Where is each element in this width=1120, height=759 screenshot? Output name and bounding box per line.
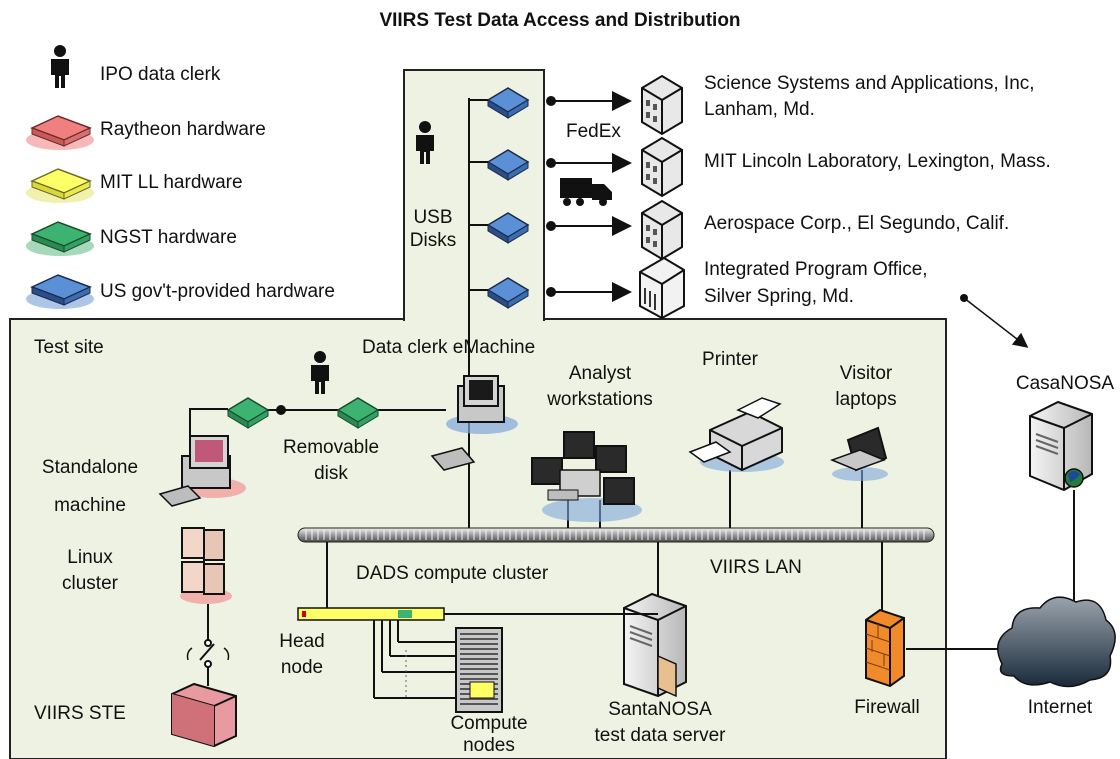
printer-label: Printer [702, 349, 758, 370]
santanosa-server-icon [623, 592, 687, 698]
internet-label: Internet [1027, 697, 1093, 718]
person-icon [311, 351, 329, 394]
usb-disks-label: USB Disks [409, 207, 457, 251]
destination-ipo: Integrated Program Office, [704, 259, 928, 280]
removable-disk-label-1: Removable [282, 437, 380, 458]
legend-swatch-mitll [26, 168, 94, 203]
truck-icon [560, 178, 612, 206]
government-building-icon [639, 256, 685, 320]
usb-disk-icon [486, 149, 530, 181]
test-site-label: Test site [34, 337, 104, 358]
removable-disk-icon [336, 397, 380, 429]
standalone-machine-label-1: Standalone [41, 457, 139, 478]
analyst-workstations-label-2: workstations [547, 389, 653, 410]
linux-cluster-label-1: Linux [67, 547, 113, 568]
legend-label-ipo-clerk: IPO data clerk [100, 64, 221, 85]
firewall-icon [865, 608, 905, 688]
head-node-label-2: node [280, 657, 324, 678]
legend-swatch-usgov [26, 274, 94, 309]
internet-cloud-icon [997, 596, 1116, 688]
compute-nodes-rack-icon [455, 627, 503, 713]
person-icon [416, 121, 434, 164]
casanosa-server-icon [1029, 400, 1093, 492]
viirs-lan-label: VIIRS LAN [710, 557, 802, 578]
analyst-workstations-icon [531, 431, 642, 522]
destination-ipo-location: Silver Spring, Md. [704, 286, 854, 307]
santanosa-label-2: test data server [594, 725, 726, 746]
legend-swatch-raytheon [26, 115, 94, 150]
building-icon [641, 74, 683, 136]
firewall-label: Firewall [854, 697, 920, 718]
printer-icon [688, 397, 784, 472]
destination-ssai-location: Lanham, Md. [704, 99, 815, 120]
viirs-ste-box-icon [171, 682, 237, 748]
destination-aerospace: Aerospace Corp., El Segundo, Calif. [704, 213, 1010, 234]
emachine-computer-icon [430, 375, 518, 471]
visitor-laptops-label-2: laptops [835, 389, 897, 410]
compute-nodes-label-1: Compute [450, 713, 528, 734]
usb-disks-region [403, 69, 545, 321]
viirs-ste-label: VIIRS STE [34, 703, 126, 724]
switch-icon [186, 604, 230, 686]
usb-disk-icon [486, 212, 530, 244]
legend-label-usgov: US gov't-provided hardware [100, 281, 335, 302]
santanosa-label-1: SantaNOSA [608, 699, 712, 720]
emachine-label: Data clerk eMachine [362, 337, 536, 358]
linux-cluster-icon [180, 527, 232, 604]
usb-disk-icon [486, 87, 530, 119]
destination-mitll: MIT Lincoln Laboratory, Lexington, Mass. [704, 151, 1051, 172]
laptop-icon [829, 426, 888, 481]
legend-label-ngst: NGST hardware [100, 227, 237, 248]
casanosa-label: CasaNOSA [1015, 373, 1115, 394]
legend-label-mitll: MIT LL hardware [100, 172, 243, 193]
legend-swatch-ngst [26, 221, 94, 256]
standalone-computer-icon [158, 435, 246, 507]
linux-cluster-label-2: cluster [62, 573, 118, 594]
person-icon [51, 45, 69, 88]
legend-label-raytheon: Raytheon hardware [100, 119, 266, 140]
compute-nodes-label-2: nodes [463, 735, 515, 756]
removable-disk-label-2: disk [314, 463, 348, 484]
dads-cluster-label: DADS compute cluster [356, 563, 549, 584]
head-node-label-1: Head [279, 631, 325, 652]
destination-ssai: Science Systems and Applications, Inc, [704, 73, 1035, 94]
standalone-machine-label-2: machine [54, 495, 126, 516]
viirs-lan-backbone [297, 527, 935, 543]
usb-to-destination-links [546, 91, 632, 302]
fedex-label: FedEx [566, 121, 621, 142]
visitor-laptops-label-1: Visitor [839, 363, 893, 384]
removable-disk-icon [226, 397, 270, 429]
head-node-icon [297, 607, 658, 700]
analyst-workstations-label-1: Analyst [568, 363, 632, 384]
diagram-title: VIIRS Test Data Access and Distribution [379, 10, 741, 31]
building-icon [641, 199, 683, 261]
usb-disk-icon [486, 277, 530, 309]
building-icon [641, 136, 683, 198]
